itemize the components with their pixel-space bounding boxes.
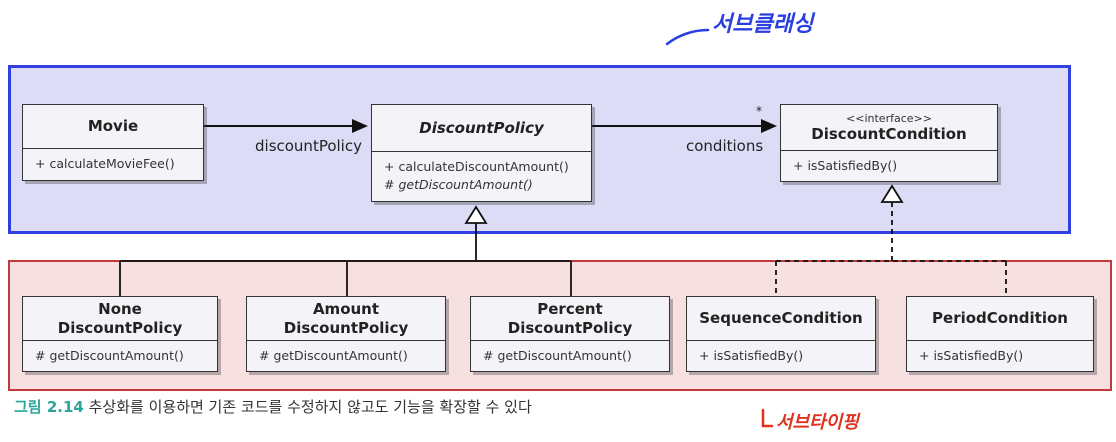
class-name-line2: DiscountPolicy bbox=[283, 318, 409, 337]
discount-policy-class: DiscountPolicy + calculateDiscountAmount… bbox=[371, 104, 592, 202]
operation: + calculateDiscountAmount() bbox=[384, 159, 569, 174]
movie-class: Movie + calculateMovieFee() bbox=[22, 104, 204, 181]
none-discount-policy-class: None DiscountPolicy # getDiscountAmount(… bbox=[22, 296, 218, 372]
class-name-line1: Percent bbox=[537, 299, 603, 318]
arrowhead-policy-condition bbox=[761, 119, 777, 133]
class-name: DiscountCondition bbox=[811, 124, 967, 143]
class-name: PeriodCondition bbox=[932, 309, 1068, 327]
handwritten-stroke-red bbox=[761, 408, 774, 428]
operation: + isSatisfiedBy() bbox=[793, 158, 898, 173]
figure-number: 그림 2.14 bbox=[14, 398, 84, 416]
operation: + isSatisfiedBy() bbox=[919, 348, 1024, 363]
percent-discount-policy-class: Percent DiscountPolicy # getDiscountAmou… bbox=[470, 296, 670, 372]
class-name-line1: Amount bbox=[312, 299, 380, 318]
operation: + calculateMovieFee() bbox=[35, 156, 175, 171]
realization-triangle-condition bbox=[880, 184, 904, 203]
amount-discount-policy-class: Amount DiscountPolicy # getDiscountAmoun… bbox=[246, 296, 446, 372]
figure-caption-text: 추상화를 이용하면 기존 코드를 수정하지 않고도 기능을 확장할 수 있다 bbox=[88, 398, 532, 416]
period-condition-class: PeriodCondition + isSatisfiedBy() bbox=[906, 296, 1094, 372]
handwritten-stroke-blue bbox=[665, 28, 710, 46]
class-name: SequenceCondition bbox=[699, 309, 863, 327]
operation: # getDiscountAmount() bbox=[259, 348, 408, 363]
operation: # getDiscountAmount() bbox=[35, 348, 184, 363]
subtyping-annotation: 서브타이핑 bbox=[776, 412, 859, 433]
arrowhead-movie-policy bbox=[352, 119, 368, 133]
subclassing-annotation: 서브클래싱 bbox=[712, 11, 814, 37]
conditions-role-label: conditions bbox=[686, 137, 764, 155]
stereotype-label: <<interface>> bbox=[846, 111, 932, 125]
class-name: Movie bbox=[87, 117, 139, 135]
operation: + isSatisfiedBy() bbox=[699, 348, 804, 363]
class-name-line1: None bbox=[98, 299, 142, 318]
discount-policy-role-label: discountPolicy bbox=[255, 137, 362, 155]
class-name-line2: DiscountPolicy bbox=[57, 318, 183, 337]
sequence-condition-class: SequenceCondition + isSatisfiedBy() bbox=[686, 296, 876, 372]
multiplicity-label: * bbox=[756, 104, 762, 118]
operation: # getDiscountAmount() bbox=[483, 348, 632, 363]
figure-caption: 그림 2.14 추상화를 이용하면 기존 코드를 수정하지 않고도 기능을 확장… bbox=[14, 396, 532, 417]
class-name: DiscountPolicy bbox=[419, 118, 544, 137]
class-name-line2: DiscountPolicy bbox=[507, 318, 633, 337]
generalization-triangle-policy bbox=[464, 205, 488, 224]
discount-condition-interface: <<interface>> DiscountCondition + isSati… bbox=[780, 104, 998, 182]
operation: # getDiscountAmount() bbox=[384, 177, 533, 192]
